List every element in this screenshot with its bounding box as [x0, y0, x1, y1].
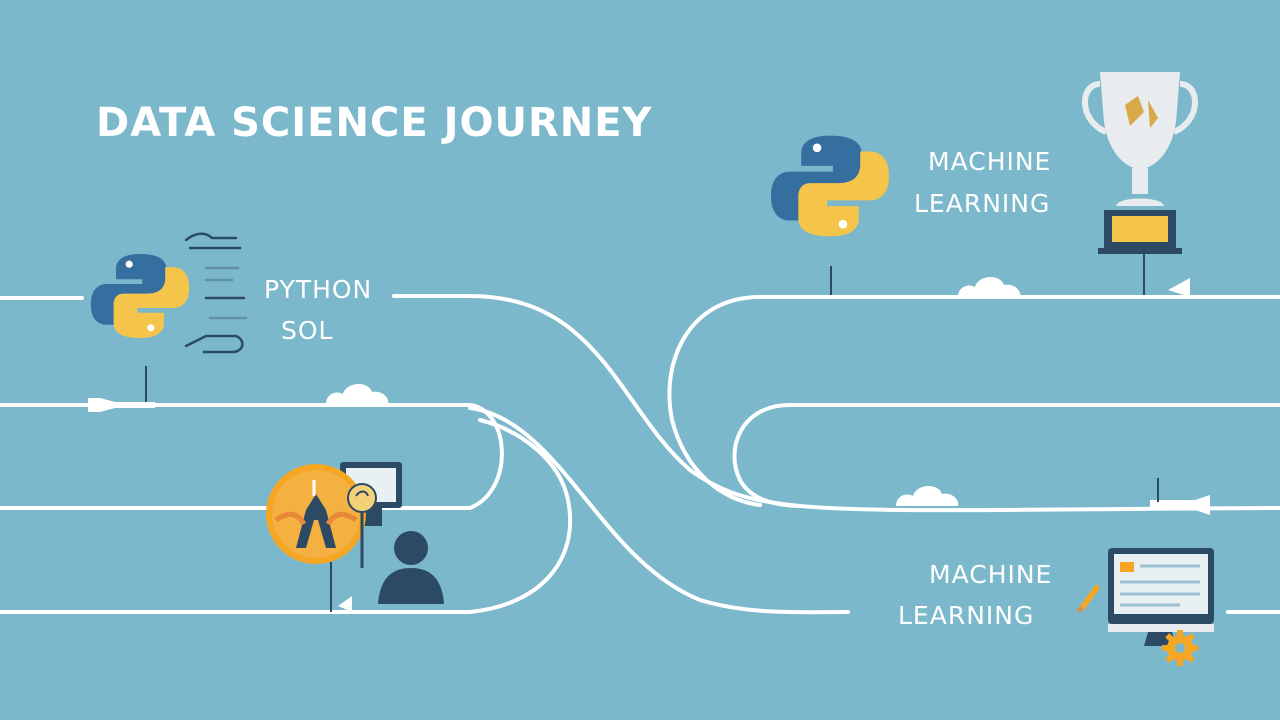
- cloud-icon: [896, 485, 959, 506]
- road-s-curve-bottom: [468, 406, 850, 615]
- gear-icon: [1162, 630, 1198, 666]
- python-logo-icon: [770, 135, 890, 237]
- roads: [0, 294, 1280, 615]
- page-title: DATA SCIENCE JOURNEY: [96, 100, 653, 146]
- cloud-icon: [326, 383, 389, 404]
- monitor-icon: [1108, 548, 1214, 646]
- person-at-computer-icon: [266, 462, 444, 604]
- road-bottom-loop: [0, 418, 573, 614]
- skill-python-text: PYTHON: [264, 275, 372, 304]
- arrow-marker-icon: [88, 278, 1210, 612]
- ml-bottom-line2: LEARNING: [898, 601, 1034, 630]
- skill-sol-text: SOL: [281, 316, 333, 345]
- trophy-icon: [1082, 72, 1198, 254]
- python-logo-icon: [90, 254, 190, 338]
- ml-top-label: MACHINE LEARNING: [914, 147, 1051, 218]
- road-mid-right-loop: [732, 403, 1280, 508]
- ml-bottom-label: MACHINE LEARNING: [898, 560, 1052, 630]
- road-mid-left: [0, 403, 504, 510]
- ml-top-line1: MACHINE: [928, 147, 1051, 176]
- code-snippet-icon: [184, 232, 248, 354]
- ml-bottom-line1: MACHINE: [929, 560, 1052, 589]
- road-top-right: [667, 295, 1280, 507]
- cloud-icon: [958, 276, 1021, 297]
- skills-label: PYTHON SOL: [264, 275, 372, 345]
- pencil-icon: [1076, 584, 1100, 612]
- ml-top-line2: LEARNING: [914, 189, 1050, 218]
